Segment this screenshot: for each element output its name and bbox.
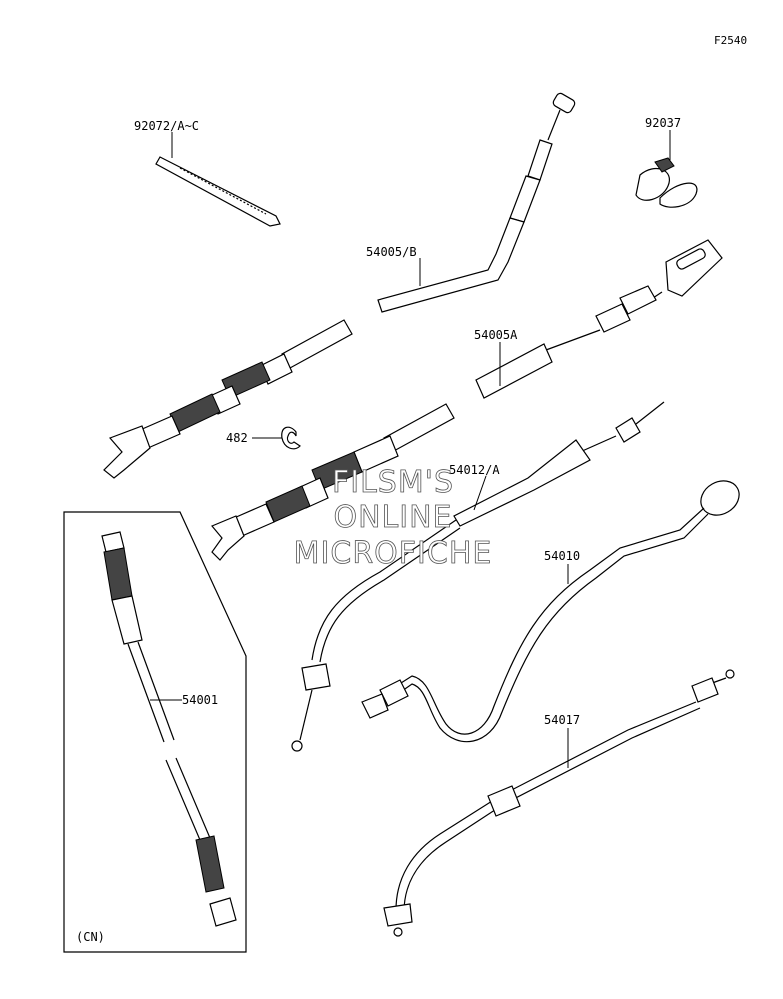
cable-54010 [361,480,740,743]
cable-54005b-upper [377,92,576,313]
cable-54012a [291,401,665,752]
cable-adjuster-lower [211,403,455,561]
label-92037: 92037 [645,116,681,130]
watermark-line-1: FILSM'S [332,465,454,500]
cable-54005a [475,239,723,399]
cable-54017 [383,669,735,937]
cable-tie-part [155,156,281,227]
watermark: FILSM'S ONLINE MICROFICHE [293,465,493,572]
clamp-part [635,157,698,208]
inset-note: (CN) [76,930,105,944]
label-54017: 54017 [544,713,580,727]
watermark-line-3: MICROFICHE [294,536,493,571]
label-54012a: 54012/A [449,463,500,477]
label-54005a: 54005A [474,328,518,342]
label-54001: 54001 [182,693,218,707]
label-54010: 54010 [544,549,580,563]
figure-id: F2540 [714,34,747,47]
watermark-line-2: ONLINE [333,500,452,535]
inset-frame [63,511,247,953]
cable-54001 [101,531,237,927]
label-54005b: 54005/B [366,245,417,259]
label-92072: 92072/A~C [134,119,199,133]
cable-adjuster-upper [103,319,353,479]
e-clip-part [281,426,301,450]
label-482: 482 [226,431,248,445]
